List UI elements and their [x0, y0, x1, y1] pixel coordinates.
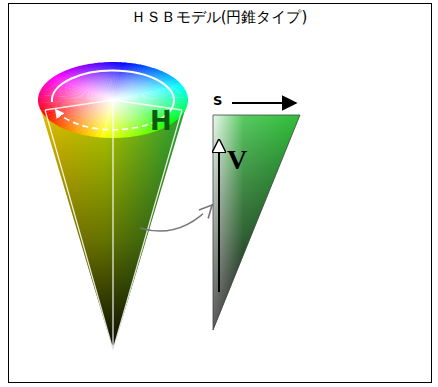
s-arrow	[232, 102, 296, 104]
saturation-label: S	[213, 94, 222, 107]
sv-triangle-white	[213, 115, 300, 330]
cone-cut-lines	[45, 100, 182, 350]
hue-label: H	[150, 108, 172, 134]
frame	[9, 4, 432, 383]
title: ＨＳＢモデル(円錐タイプ)	[131, 9, 308, 26]
sv-triangle	[213, 115, 300, 330]
v-arrow	[218, 140, 220, 292]
value-label: V	[227, 146, 247, 174]
cone-shade	[38, 100, 188, 350]
curved-arrow	[140, 205, 212, 231]
sv-triangle-dark	[213, 115, 300, 330]
cone-body	[38, 100, 188, 350]
